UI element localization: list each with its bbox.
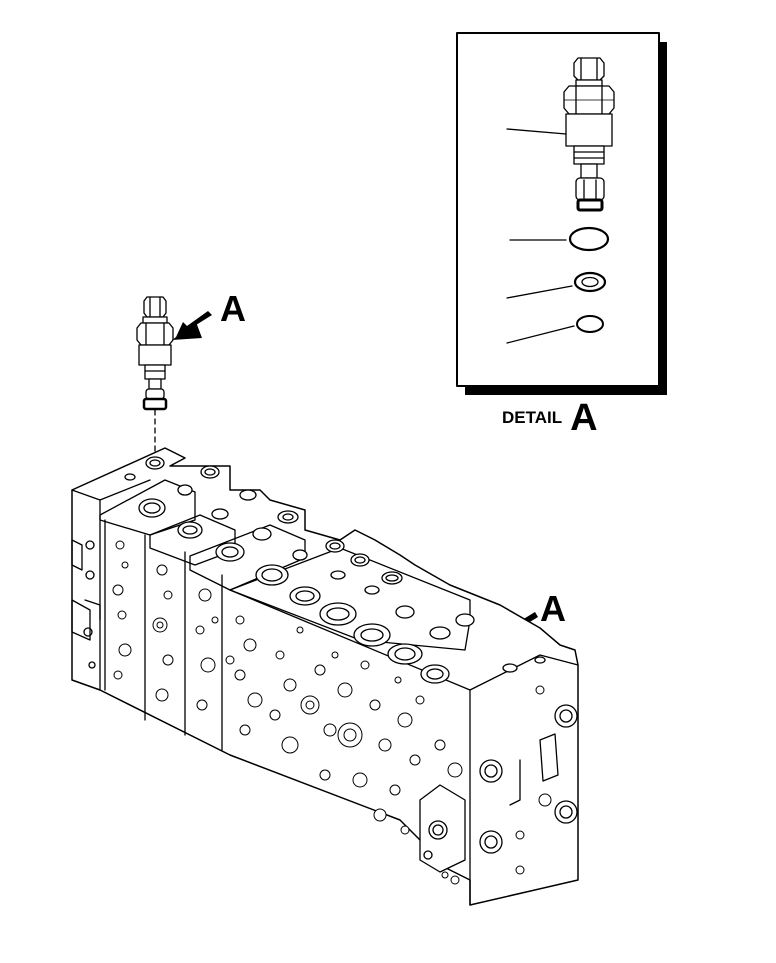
detail-box-frame: [456, 32, 660, 387]
relief-valve-upper: [136, 296, 174, 411]
callout-label-a: A: [220, 288, 246, 329]
bolt: [479, 704, 578, 854]
callout-label-a: A: [540, 588, 566, 629]
port: [124, 456, 546, 684]
o-ring-small: [576, 315, 604, 333]
detail-box: [456, 32, 667, 395]
leader-lines: [506, 128, 575, 344]
o-ring-large: [568, 226, 610, 252]
arrow-icon: [172, 311, 212, 340]
detail-title: DETAIL A: [502, 396, 598, 439]
detail-letter: A: [570, 396, 598, 439]
detail-word: DETAIL: [502, 408, 563, 427]
relief-valve-cartridge: [563, 57, 615, 212]
side-hole: [112, 540, 552, 885]
control-valve-block: [71, 447, 579, 906]
backup-ring: [573, 271, 607, 293]
